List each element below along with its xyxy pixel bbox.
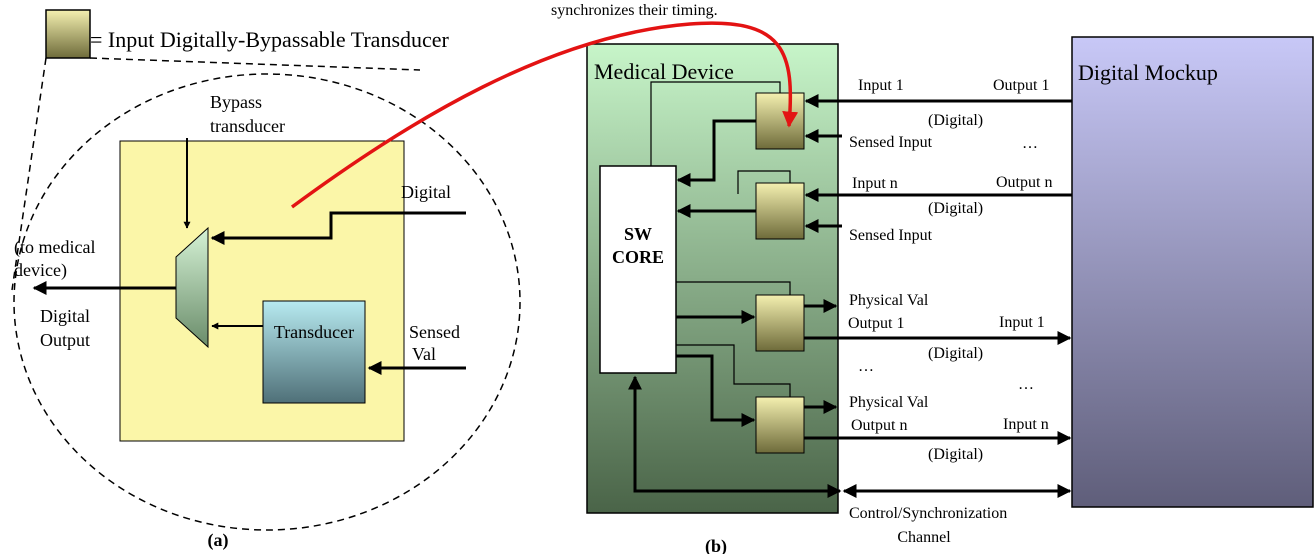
legend-label: = Input Digitally-Bypassable Transducer [90, 27, 450, 52]
idbtn-bypass-wire [737, 170, 791, 194]
physical-val-1-label: Physical Val [849, 292, 929, 309]
sw-core-box [599, 165, 677, 374]
output-idbt-1 [755, 294, 805, 352]
phys-output-1-label: Output 1 [848, 315, 904, 332]
digital-2-label: (Digital) [928, 200, 983, 217]
digital-input-label: Digital [401, 182, 451, 202]
panel-a: = Input Digitally-Bypassable Transducer … [11, 9, 521, 551]
phys-output-n-label: Output n [851, 417, 907, 434]
ellipsis-left: … [858, 358, 874, 375]
digital-input-wire [210, 211, 466, 245]
digital-mockup-box [1071, 36, 1314, 508]
transducer-box [262, 300, 366, 404]
caption-b: (b) [705, 536, 727, 554]
output-1-label: Output 1 [993, 77, 1049, 94]
output-n-label: Output n [996, 174, 1052, 191]
control-channel-wire [628, 375, 842, 498]
odbt1-bypass-wire [676, 281, 791, 295]
bypass-label-1: Bypass [210, 92, 262, 112]
zoom-line-left [11, 57, 47, 291]
to-medical-label-2: device) [14, 260, 67, 281]
sensed-label-2: Val [412, 344, 436, 364]
ellipsis-top: … [1022, 135, 1038, 152]
physical-val-2-label: Physical Val [849, 394, 929, 411]
highlight-curve [290, 21, 799, 209]
bypass-label-2: transducer [210, 116, 285, 136]
digital-1-label: (Digital) [928, 112, 983, 129]
zoom-line-right [89, 57, 421, 71]
input-n-label: Input n [852, 175, 898, 192]
sw-core-label-2: CORE [612, 247, 664, 267]
transducer-label: Transducer [274, 322, 354, 342]
panel-b: synchronizes their timing. Medical Devic… [551, 2, 1314, 554]
digital-3-label: (Digital) [928, 345, 983, 362]
input-idbt-n [755, 182, 805, 240]
control-channel-label-1: Control/Synchronization [849, 505, 1007, 522]
caption-a: (a) [208, 530, 229, 551]
top-note: synchronizes their timing. [551, 2, 718, 19]
medical-device-label: Medical Device [594, 59, 734, 84]
mock-input-n-label: Input n [1003, 416, 1049, 433]
sensed-input-2-label: Sensed Input [849, 227, 933, 244]
sw-core-label-1: SW [624, 224, 652, 244]
digital-4-label: (Digital) [928, 446, 983, 463]
multiplexer [175, 226, 209, 349]
sensed-input-1-label: Sensed Input [849, 134, 933, 151]
to-medical-label-1: (to medical [14, 237, 95, 258]
control-channel-label-2: Channel [897, 529, 951, 546]
mock-input-1-label: Input 1 [999, 314, 1045, 331]
legend-swatch [45, 9, 91, 59]
zoom-circle [13, 73, 521, 531]
digital-mockup-label: Digital Mockup [1078, 60, 1218, 85]
input-idbt-1 [755, 92, 805, 150]
idbt1-to-core-wire [676, 119, 756, 187]
input-1-label: Input 1 [858, 77, 904, 94]
digital-output-label-1: Digital [40, 306, 90, 326]
sensed-label-1: Sensed [409, 322, 460, 342]
idbt1-bypass-wire [650, 81, 781, 166]
output-idbt-n [755, 396, 805, 454]
ellipsis-right: … [1018, 376, 1034, 393]
digital-output-label-2: Output [40, 330, 90, 350]
